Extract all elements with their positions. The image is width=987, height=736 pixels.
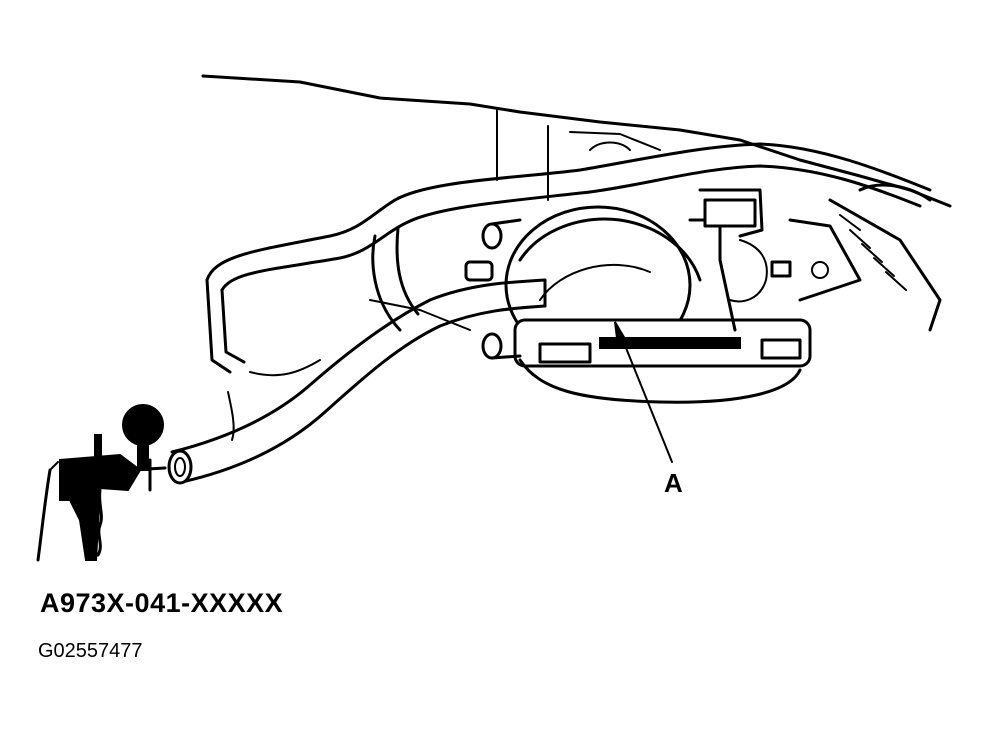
callout-arrow [614, 321, 673, 463]
tool-part-number: A973X-041-XXXXX [40, 588, 284, 618]
frame-bracket [770, 183, 942, 332]
callout-label-a: A [664, 468, 683, 498]
vacuum-pump-tool [36, 404, 167, 562]
hose-nipples [464, 218, 522, 360]
engine-edge [227, 299, 471, 441]
vacuum-hose [167, 278, 547, 485]
figure-id: G02557477 [38, 640, 143, 662]
upper-hose [205, 142, 932, 374]
valve-canister [504, 188, 812, 404]
body-panel [201, 74, 952, 208]
